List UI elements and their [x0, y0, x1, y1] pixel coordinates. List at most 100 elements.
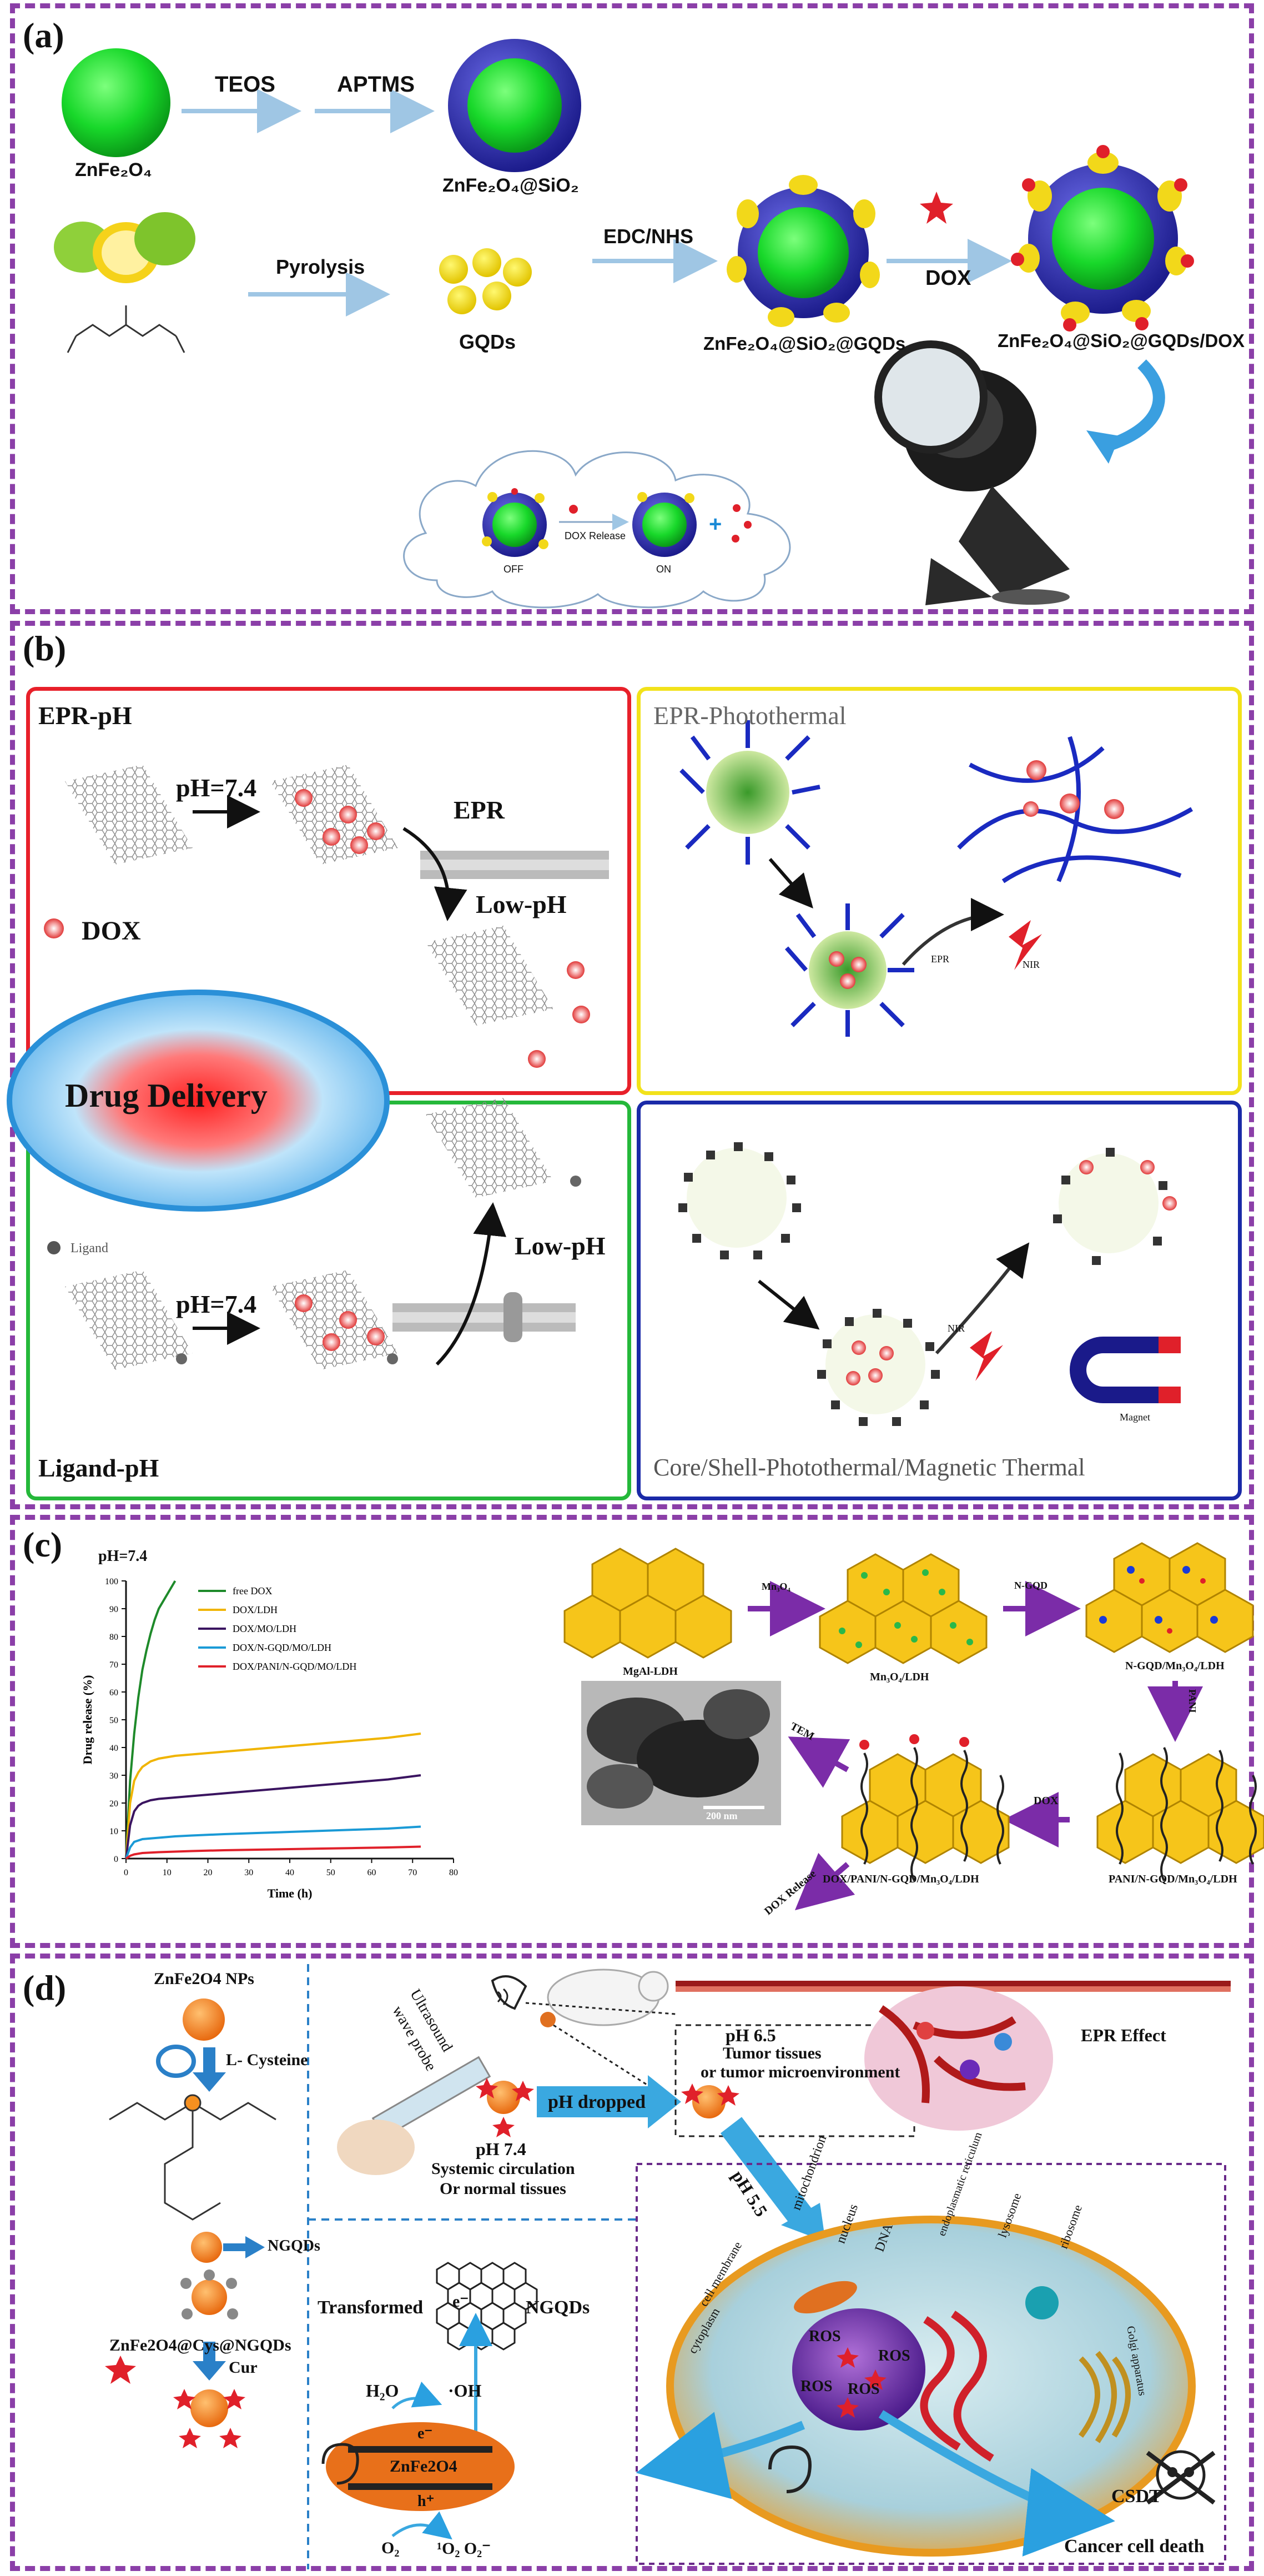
tem-scale-label: 200 nm — [706, 1810, 738, 1821]
x-axis-label: Time (h) — [268, 1886, 313, 1900]
drug-delivery-ellipse — [7, 990, 390, 1212]
tumor-env-label: or tumor microenvironment — [701, 2063, 900, 2081]
o2-label: O₂ — [381, 2539, 400, 2557]
ros-label-3: ROS — [800, 2378, 833, 2395]
legend-label-1: DOX/LDH — [233, 1604, 278, 1615]
ph74-label: pH 7.4 — [476, 2139, 526, 2159]
mgal-ldh-label: MgAl-LDH — [623, 1665, 678, 1678]
y-tick-label: 60 — [109, 1688, 118, 1698]
series-line-4 — [125, 1845, 421, 1860]
ultrasound-icon-cell — [768, 2445, 812, 2493]
znfe-gqd-dox-particle — [1011, 145, 1194, 332]
polymer-micelle-top — [679, 720, 820, 865]
h2o-label: H₂O — [366, 2381, 399, 2401]
product-label: ZnFe2O4@Cys@NGQDs — [109, 2336, 291, 2354]
series-line-3 — [125, 1825, 421, 1859]
low-ph-bottom-label: Low-pH — [515, 1232, 606, 1260]
ligand-small-label: Ligand — [70, 1241, 108, 1256]
core-shell-particle-1 — [678, 1142, 801, 1259]
dox-star — [920, 192, 953, 224]
low-ph-top-label: Low-pH — [476, 890, 567, 918]
epr-photothermal-title: EPR-Photothermal — [653, 701, 847, 730]
cancer-death-label: Cancer cell death — [1064, 2536, 1205, 2557]
y-tick-label: 50 — [109, 1716, 118, 1725]
ros-products-label: ¹O₂ O₂⁻ — [437, 2539, 491, 2558]
x-tick-label: 40 — [285, 1868, 294, 1877]
mn3o4-arrow-label: Mn₃O₄ — [762, 1581, 790, 1592]
epr-small-label: EPR — [931, 953, 950, 965]
x-tick-label: 30 — [244, 1868, 253, 1877]
cur-star — [105, 2356, 136, 2384]
magnet-label: Magnet — [1120, 1412, 1150, 1423]
panel-a-label: (a) — [23, 16, 64, 55]
dox-label: DOX — [925, 267, 971, 290]
pani-arrow-label: PANI — [1187, 1689, 1198, 1713]
x-tick-label: 10 — [163, 1868, 172, 1877]
ngqd-ldh-label: N-GQD/Mn₃O₄/LDH — [1125, 1660, 1225, 1672]
legend-label-0: free DOX — [233, 1585, 272, 1596]
tem-image — [581, 1681, 781, 1825]
x-tick-label: 20 — [204, 1868, 213, 1877]
core-shell-box — [637, 1101, 1242, 1500]
ngqd-arrow-label: N-GQD — [1014, 1580, 1048, 1591]
x-tick-label: 0 — [124, 1868, 128, 1877]
x-tick-label: 80 — [449, 1868, 458, 1877]
ros-label-2: ROS — [878, 2347, 910, 2364]
ngqd-ldh-hexagons — [1085, 1542, 1254, 1653]
znfe2o4-core-label: ZnFe2O4 — [390, 2457, 457, 2475]
epr-photothermal-box — [637, 687, 1242, 1095]
mn-ldh-hexagons — [819, 1553, 988, 1664]
e-band-label: e⁻ — [417, 2425, 433, 2442]
ph-top-label: pH=7.4 — [176, 774, 257, 802]
panel-c-label: (c) — [23, 1525, 63, 1564]
y-tick-label: 0 — [114, 1855, 118, 1864]
y-tick-label: 90 — [109, 1605, 118, 1614]
lysosome-shape — [1025, 2286, 1059, 2319]
dox-pani-ldh-label: DOX/PANI/N-GQD/Mn₃O₄/LDH — [823, 1873, 979, 1885]
gqds-label: GQDs — [459, 330, 516, 353]
panel-a-graphics: + — [54, 39, 1194, 609]
magnifier-figure — [874, 340, 1070, 605]
legend-label-4: DOX/PANI/N-GQD/MO/LDH — [233, 1661, 356, 1672]
core-shell-particle-3 — [1053, 1148, 1177, 1265]
ros-label-1: ROS — [809, 2328, 841, 2345]
znfe-sio2-label: ZnFe₂O₄@SiO₂ — [442, 175, 579, 196]
svg-text:+: + — [709, 512, 722, 536]
mouse-image — [540, 1969, 669, 2027]
panel-d-label: (d) — [23, 1968, 67, 2007]
znfe2o4-particle — [62, 48, 170, 157]
znfe-gqds-label: ZnFe₂O₄@SiO₂@GQDs — [703, 333, 906, 354]
edc-nhs-label: EDC/NHS — [603, 225, 694, 248]
y-axis-label: Drug release (%) — [80, 1675, 94, 1765]
y-tick-label: 40 — [109, 1744, 118, 1753]
systemic-label: Systemic circulation — [431, 2160, 575, 2178]
ultrasound-probe-icon — [491, 1975, 527, 2010]
cur-loaded-particle — [173, 2389, 245, 2448]
epr-ph-title: EPR-pH — [38, 701, 132, 730]
h-plus-label: h⁺ — [417, 2493, 435, 2510]
ph65-label: pH 6.5 — [726, 2025, 776, 2045]
series-line-1 — [125, 1733, 421, 1859]
dox-particle-systemic — [476, 2078, 534, 2137]
aptms-label: APTMS — [337, 72, 415, 97]
syringe-hand — [337, 2056, 491, 2175]
dox-particle-tumor — [681, 2083, 739, 2118]
epr-label: EPR — [454, 796, 505, 824]
normal-tissues-label: Or normal tissues — [440, 2180, 566, 2198]
znfe2o4-label: ZnFe₂O₄ — [75, 159, 152, 180]
tumor-tissue-image — [864, 1986, 1053, 2131]
znfe-gqds-dox-label: ZnFe₂O₄@SiO₂@GQDs/DOX — [998, 330, 1245, 351]
panel-d-graphics — [105, 1964, 1231, 2569]
panel-b-label: (b) — [23, 629, 67, 668]
er-shape — [920, 2311, 994, 2462]
ros-label-4: ROS — [848, 2381, 880, 2398]
on-label: ON — [656, 564, 671, 575]
y-tick-label: 70 — [109, 1660, 118, 1670]
ngqd-structure — [436, 2262, 538, 2351]
pyrolysis-label: Pyrolysis — [276, 255, 365, 278]
mitochondrion-shape — [794, 2281, 857, 2314]
membrane-top — [420, 851, 609, 879]
chart-ph-label: pH=7.4 — [98, 1548, 148, 1565]
